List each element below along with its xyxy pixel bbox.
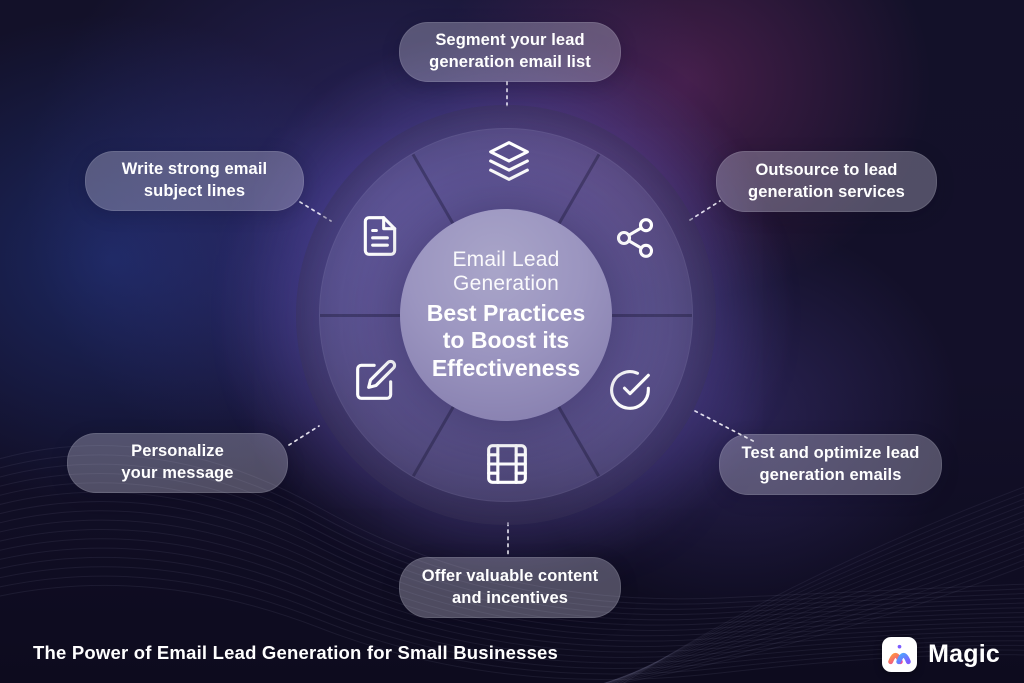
bubble-test-optimize: Test and optimize lead generation emails: [719, 434, 942, 495]
center-subtitle: Email Lead Generation: [452, 247, 560, 296]
brand-name: Magic: [928, 640, 1000, 668]
edit-icon: [354, 358, 398, 402]
layers-icon: [487, 139, 531, 183]
bubble-outsource: Outsource to lead generation services: [716, 151, 937, 212]
practices-wheel: Email Lead Generation Best Practices to …: [296, 105, 716, 525]
bubble-label: Personalize your message: [121, 442, 234, 482]
magic-logo-icon: [882, 637, 918, 672]
bubble-personalize: Personalize your message: [67, 433, 288, 493]
bubble-label: Write strong email subject lines: [121, 160, 268, 200]
bubble-label: Outsource to lead generation services: [748, 160, 905, 201]
check-circle-icon: [608, 368, 652, 412]
film-icon: [485, 442, 529, 486]
bubble-valuable-content: Offer valuable content and incentives: [399, 557, 621, 618]
document-icon: [358, 214, 402, 258]
footer-caption: The Power of Email Lead Generation for S…: [33, 642, 559, 663]
bubble-segment-email-list: Segment your lead generation email list: [399, 22, 621, 82]
share-icon: [613, 216, 657, 260]
bubble-subject-lines: Write strong email subject lines: [85, 151, 304, 211]
brand-logo: Magic: [882, 637, 1000, 672]
bubble-label: Test and optimize lead generation emails: [741, 443, 920, 484]
bubble-label: Offer valuable content and incentives: [421, 566, 599, 607]
bubble-label: Segment your lead generation email list: [429, 31, 591, 71]
center-title: Best Practices to Boost its Effectivenes…: [426, 299, 586, 381]
center-circle: Email Lead Generation Best Practices to …: [400, 209, 612, 421]
